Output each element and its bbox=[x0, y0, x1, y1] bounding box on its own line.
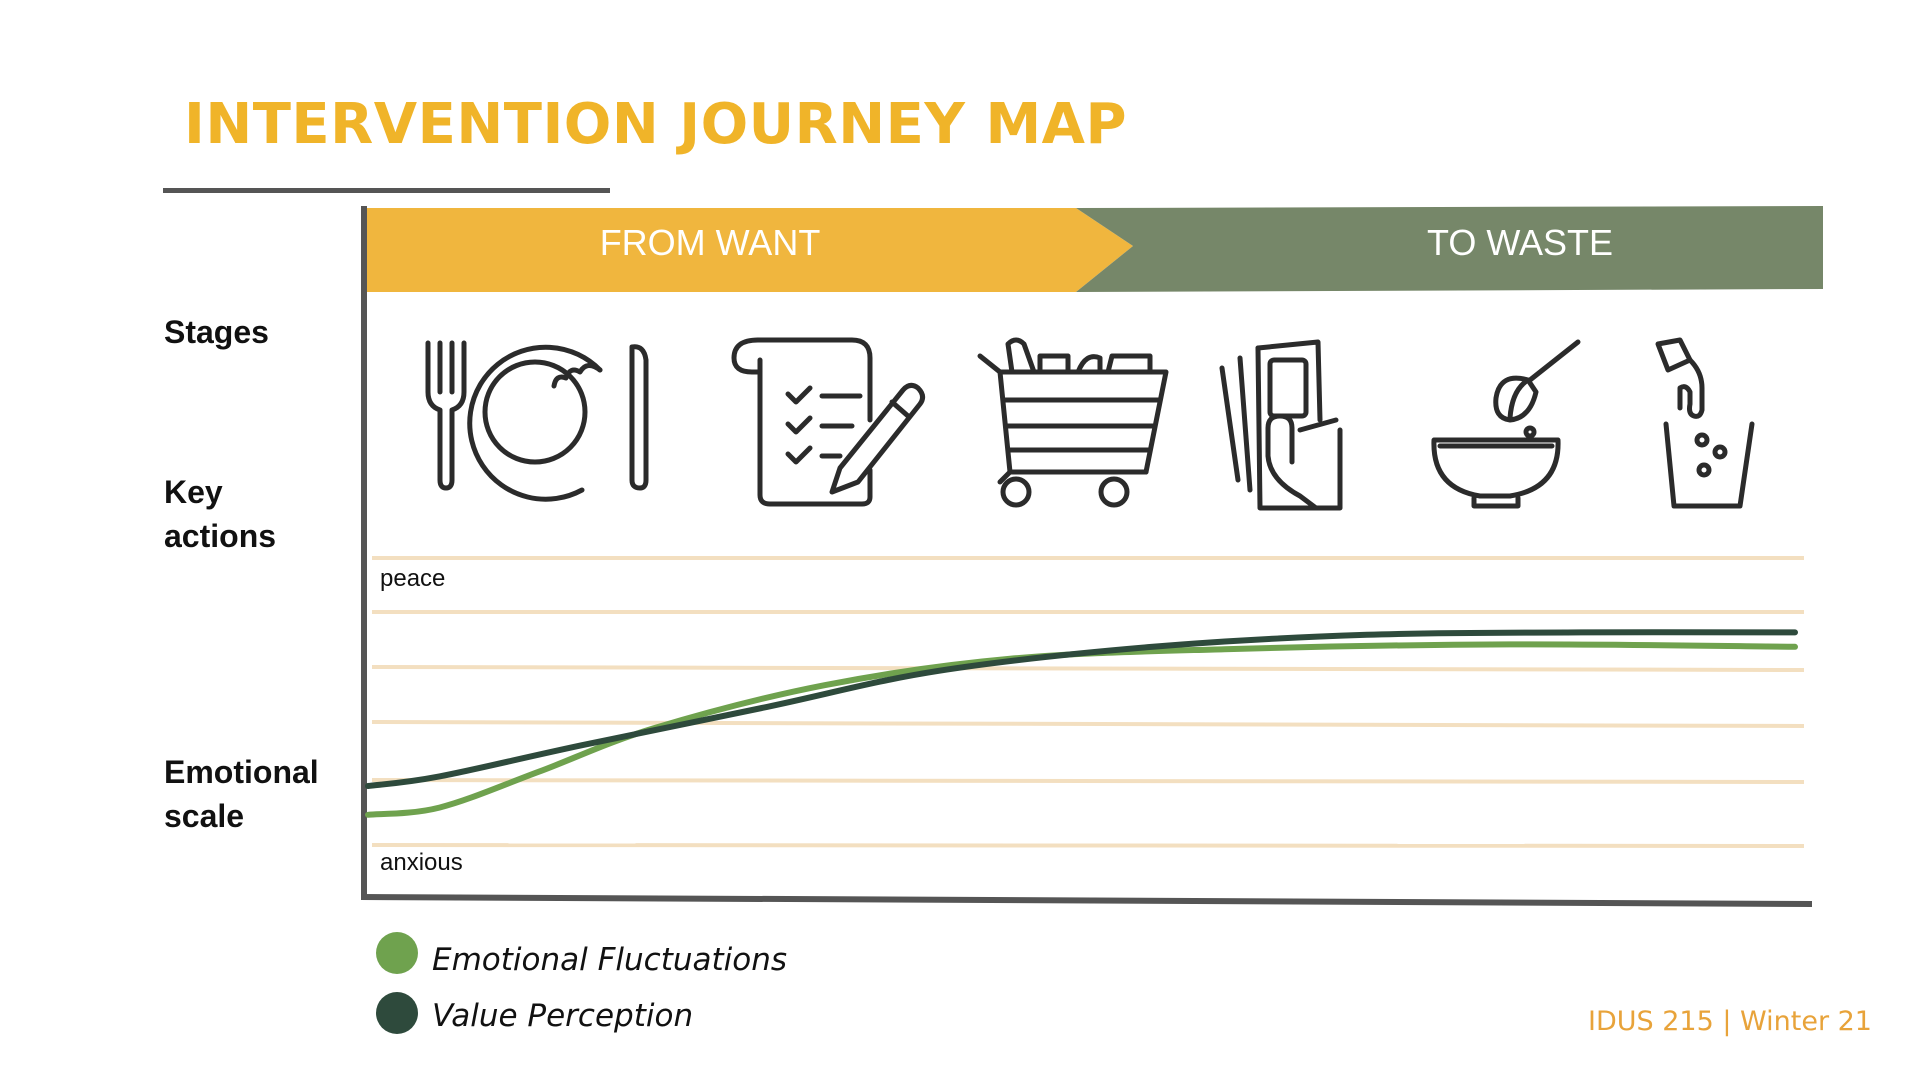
page-title: INTERVENTION JOURNEY MAP bbox=[184, 92, 1128, 157]
gridline bbox=[371, 720, 1805, 728]
checklist-pencil-icon bbox=[731, 337, 926, 507]
pouring-glass-icon bbox=[1655, 337, 1755, 509]
banner-to-label: TO WASTE bbox=[1426, 222, 1613, 263]
row-label-emotional-scale: Emotional scale bbox=[164, 754, 319, 834]
scale-bottom-label: anxious bbox=[380, 849, 463, 876]
gridline bbox=[371, 665, 1805, 672]
legend-label-emotional: Emotional Fluctuations bbox=[432, 942, 788, 978]
emotional-fluctuations-line bbox=[365, 641, 1798, 818]
value-perception-line bbox=[365, 629, 1798, 789]
row-label-stages: Stages bbox=[164, 314, 269, 350]
hand-cash-icon bbox=[1219, 339, 1343, 511]
banner-to-waste bbox=[1076, 206, 1823, 292]
scale-top-label: peace bbox=[380, 565, 446, 592]
banner-from-want bbox=[366, 208, 1133, 292]
course-footer: IDUS 215 | Winter 21 bbox=[1588, 1006, 1872, 1037]
legend-dot-value bbox=[376, 992, 418, 1034]
bowl-whisk-icon bbox=[1431, 339, 1581, 509]
horizontal-axis bbox=[360, 894, 1813, 907]
banner-from-label: FROM WANT bbox=[599, 222, 821, 263]
scale-gridlines bbox=[371, 556, 1805, 848]
legend-label-value: Value Perception bbox=[432, 998, 694, 1034]
gridline bbox=[371, 843, 1805, 848]
title-underline bbox=[163, 188, 610, 193]
row-label-key-actions: Key actions bbox=[164, 474, 277, 554]
fork-plate-knife-icon bbox=[425, 340, 649, 502]
shopping-cart-icon bbox=[977, 337, 1169, 508]
gridline bbox=[371, 778, 1805, 784]
legend-dot-emotional bbox=[376, 932, 418, 974]
